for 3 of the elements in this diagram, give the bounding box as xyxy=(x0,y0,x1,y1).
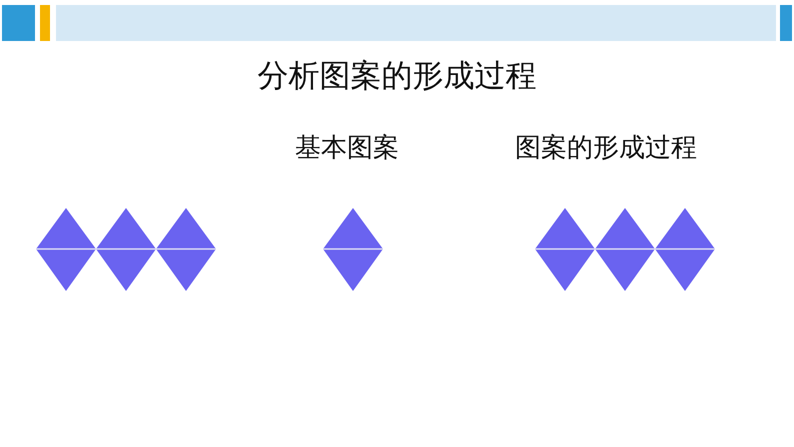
title: 分析图案的形成过程 xyxy=(256,57,538,96)
label: 图案的形成过程 xyxy=(515,132,697,165)
label: 基本图案 xyxy=(295,132,399,165)
